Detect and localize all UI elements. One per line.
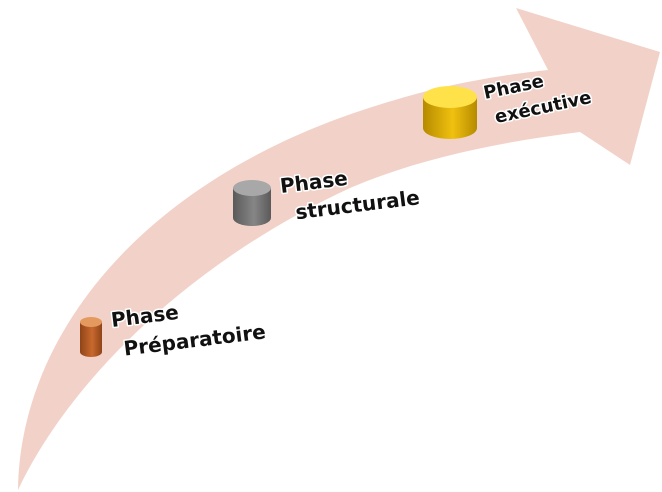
yellow-cylinder-icon: [423, 86, 477, 139]
grey-cylinder-icon: [233, 180, 271, 226]
orange-cylinder-icon: [80, 317, 102, 357]
progress-arrow: [18, 8, 660, 490]
